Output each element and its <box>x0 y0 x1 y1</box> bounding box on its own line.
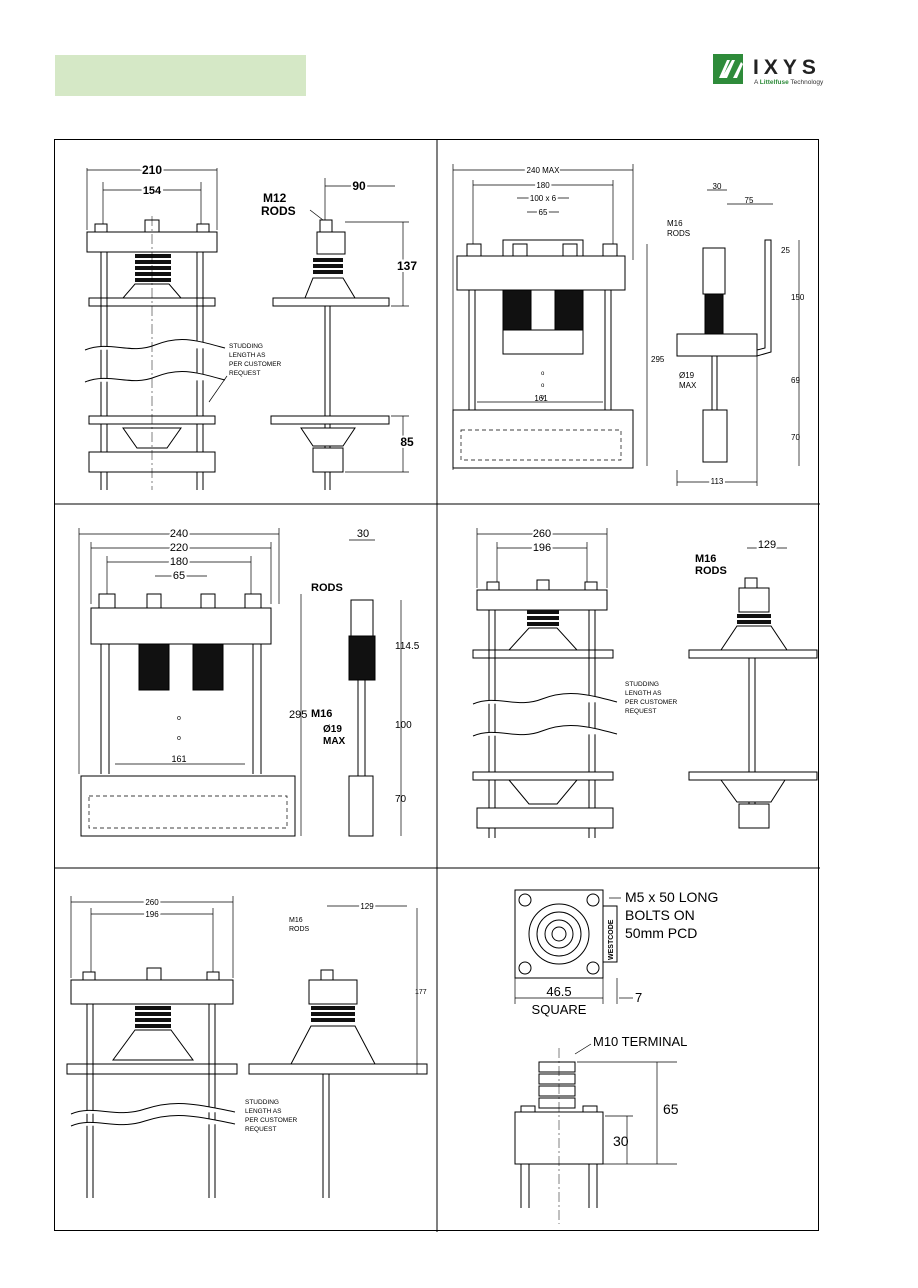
clamp-drawing-m12: 210 154 STUDDING LENGTH AS PER CUSTOMER … <box>55 140 437 504</box>
svg-text:o: o <box>541 371 545 377</box>
svg-text:7: 7 <box>635 990 642 1005</box>
svg-text:M16: M16 <box>289 917 303 924</box>
dim-height-85: 85 <box>400 435 414 449</box>
svg-text:o: o <box>541 395 545 401</box>
logo-tagline: A Littelfuse Technology <box>754 79 824 86</box>
logo-wordmark: IXYS <box>753 56 821 79</box>
svg-text:69: 69 <box>791 376 800 385</box>
svg-text:Ø19: Ø19 <box>323 724 342 735</box>
svg-text:M16: M16 <box>311 708 332 720</box>
svg-text:SQUARE: SQUARE <box>532 1002 587 1017</box>
svg-text:161: 161 <box>534 394 548 403</box>
svg-text:30: 30 <box>613 1133 629 1149</box>
svg-text:114.5: 114.5 <box>395 641 420 652</box>
svg-text:REQUEST: REQUEST <box>625 708 656 715</box>
studding-note: STUDDING LENGTH AS PER CUSTOMER REQUEST <box>229 343 282 377</box>
svg-text:WESTCODE: WESTCODE <box>608 919 615 960</box>
svg-text:196: 196 <box>145 910 159 919</box>
svg-text:STUDDING: STUDDING <box>229 343 263 350</box>
svg-text:MAX: MAX <box>323 736 346 747</box>
svg-text:129: 129 <box>758 539 776 551</box>
svg-text:113: 113 <box>711 477 724 486</box>
svg-text:180: 180 <box>536 181 550 190</box>
svg-text:PER CUSTOMER: PER CUSTOMER <box>625 699 678 706</box>
svg-text:50mm PCD: 50mm PCD <box>625 925 697 941</box>
dim-side-90: 90 <box>352 179 366 193</box>
svg-text:161: 161 <box>171 754 186 764</box>
company-logo: IXYS A Littelfuse Technology <box>713 52 825 90</box>
svg-text:o: o <box>541 383 545 389</box>
svg-text:30: 30 <box>357 528 369 540</box>
svg-text:70: 70 <box>395 794 407 805</box>
clamp-drawing-m16-177: 260 196 STUDDING LENGTH AS PER CUSTOMER … <box>437 504 820 868</box>
svg-text:70: 70 <box>791 433 800 442</box>
svg-text:260: 260 <box>145 898 159 907</box>
svg-text:M10 TERMINAL: M10 TERMINAL <box>593 1034 687 1049</box>
svg-text:RODS: RODS <box>695 565 727 577</box>
svg-text:196: 196 <box>533 542 551 554</box>
dim-width-210: 210 <box>142 163 162 177</box>
svg-text:RODS: RODS <box>261 204 296 218</box>
svg-text:30: 30 <box>713 182 722 191</box>
svg-text:260: 260 <box>533 528 551 540</box>
ixys-logo-mark-icon <box>713 54 743 84</box>
svg-text:RODS: RODS <box>667 229 690 238</box>
svg-text:BOLTS ON: BOLTS ON <box>625 907 695 923</box>
svg-text:150: 150 <box>791 293 805 302</box>
svg-text:LENGTH AS: LENGTH AS <box>625 690 662 697</box>
svg-text:295: 295 <box>289 709 307 721</box>
dim-height-137: 137 <box>397 259 417 273</box>
svg-text:STUDDING: STUDDING <box>245 1099 279 1106</box>
dim-240-max: 240 MAX <box>527 166 561 175</box>
header-color-box <box>55 55 306 96</box>
svg-text:o: o <box>177 735 181 742</box>
svg-text:75: 75 <box>745 196 754 205</box>
clamp-drawing-m16-295: 240 220 180 65 oo 161 295 30 M16 M16 M16 <box>55 504 437 868</box>
drawing-grid: 210 154 STUDDING LENGTH AS PER CUSTOMER … <box>54 139 820 1232</box>
svg-text:240: 240 <box>170 528 188 540</box>
svg-text:Ø19: Ø19 <box>679 371 695 380</box>
svg-text:LENGTH AS: LENGTH AS <box>229 352 266 359</box>
device-outline-drawing: WESTCODE M5 x 50 LONG BOLTS ON 50mm PCD … <box>437 868 820 1232</box>
dim-width-154: 154 <box>143 185 162 197</box>
svg-text:100: 100 <box>395 720 412 731</box>
svg-text:25: 25 <box>781 246 790 255</box>
svg-text:M16: M16 <box>667 219 683 228</box>
svg-text:RODS: RODS <box>311 582 343 594</box>
svg-text:M16: M16 <box>695 553 716 565</box>
svg-text:LENGTH AS: LENGTH AS <box>245 1108 282 1115</box>
svg-text:65: 65 <box>539 208 548 217</box>
svg-text:65: 65 <box>173 570 185 582</box>
clamp-drawing-m16-thin: 260 196 STUDDING LENGTH AS PER CUSTOMER … <box>55 868 437 1232</box>
svg-text:177: 177 <box>415 989 427 996</box>
svg-text:220: 220 <box>170 542 188 554</box>
svg-text:REQUEST: REQUEST <box>229 370 260 377</box>
svg-text:MAX: MAX <box>679 381 697 390</box>
svg-text:100 x 6: 100 x 6 <box>530 194 557 203</box>
rods-label-m12: M12 <box>263 191 287 205</box>
svg-text:M5 x 50 LONG: M5 x 50 LONG <box>625 889 718 905</box>
svg-text:o: o <box>177 715 181 722</box>
svg-text:PER CUSTOMER: PER CUSTOMER <box>245 1117 298 1124</box>
svg-text:46.5: 46.5 <box>546 984 571 999</box>
svg-text:REQUEST: REQUEST <box>245 1126 276 1133</box>
svg-text:180: 180 <box>170 556 188 568</box>
svg-text:STUDDING: STUDDING <box>625 681 659 688</box>
svg-text:RODS: RODS <box>289 926 310 933</box>
svg-text:65: 65 <box>663 1101 679 1117</box>
svg-text:PER CUSTOMER: PER CUSTOMER <box>229 361 282 368</box>
svg-text:129: 129 <box>360 902 374 911</box>
svg-text:295: 295 <box>651 355 665 364</box>
